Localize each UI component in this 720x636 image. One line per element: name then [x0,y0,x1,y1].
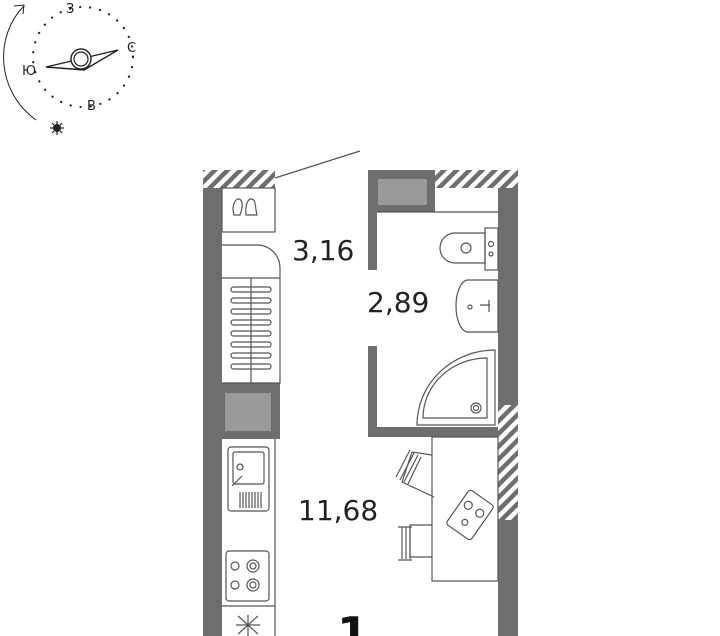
compass-dotted-circle [31,5,135,109]
compass-east-label: В [87,99,96,114]
window-hatch [203,170,275,188]
room-number-label: 1 [337,607,369,636]
fridge-icon [236,615,260,636]
living-kitchen-area-label: 11,68 [298,494,378,527]
sink-icon [455,279,499,333]
door-swing [274,150,361,179]
bathroom-area-label: 2,89 [367,286,429,319]
slippers-icon [232,198,258,216]
hangers [230,286,272,370]
compass-west-label: З [66,2,74,17]
sun-icon [50,121,64,135]
toilet-icon [439,227,499,271]
stove-icon [225,550,270,602]
table-icon [431,436,499,582]
wardrobe [222,244,281,384]
rotation-arrow-icon [3,5,37,121]
kitchen-sink-icon [227,446,270,512]
shoe-rack [221,187,276,233]
compass-south-label: Ю [22,64,36,79]
window-hatch [498,405,518,520]
chair-icon [395,449,435,498]
compass: З С В Ю [3,2,136,135]
walls [203,150,518,636]
compass-north-label: С [127,41,136,56]
hallway-area-label: 3,16 [292,234,354,267]
furniture [221,187,499,636]
chair-icon [398,524,432,561]
shower-icon [416,349,496,426]
window-hatch [435,170,518,188]
